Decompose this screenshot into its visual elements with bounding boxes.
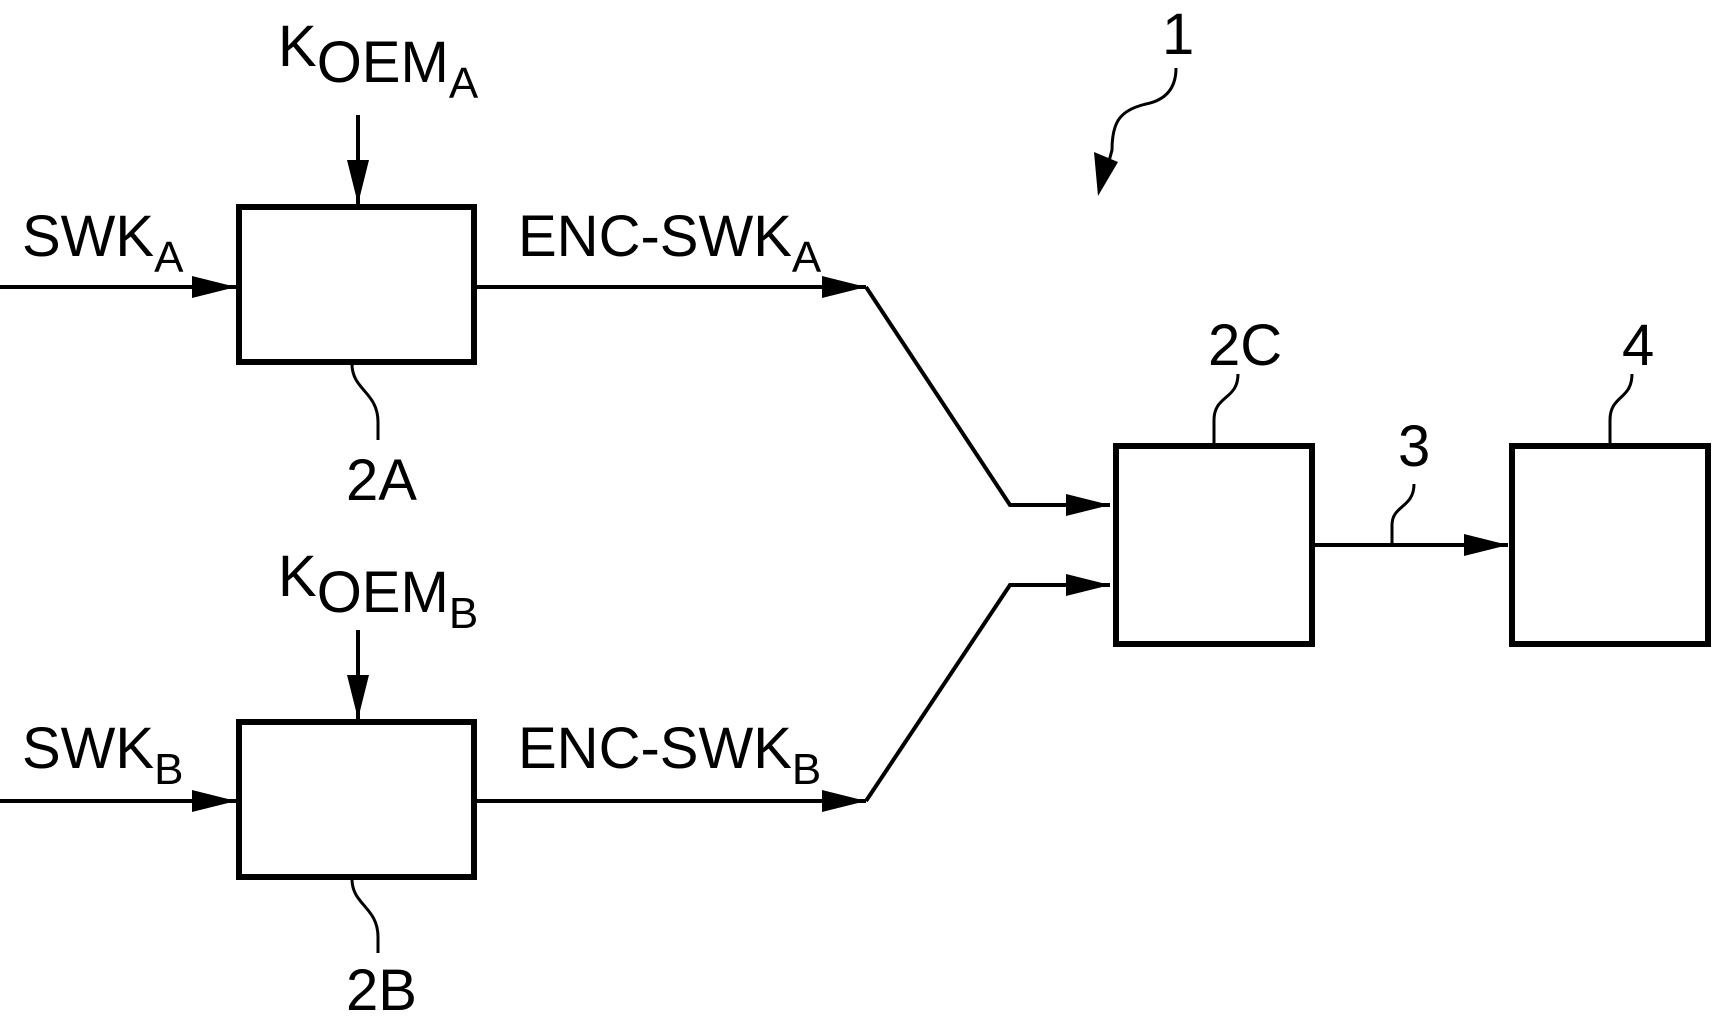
path-a-to-2c — [866, 287, 1110, 505]
path-b-to-2c — [866, 585, 1110, 801]
block-4 — [1512, 446, 1708, 644]
ref-label-4: 4 — [1622, 313, 1654, 378]
block-2a — [239, 207, 474, 362]
ref-leader-3 — [1392, 484, 1414, 543]
ref-leader-2c — [1214, 374, 1238, 443]
ref-label-3: 3 — [1398, 414, 1430, 479]
label-swk-b: SWKB — [22, 716, 183, 794]
label-enc-swk-b: ENC-SWKB — [518, 716, 821, 794]
label-koem-a: KOEMA — [278, 14, 479, 108]
ref-label-2a: 2A — [346, 448, 417, 513]
ref-label-2c: 2C — [1208, 313, 1282, 378]
ref-arrowhead-1 — [1094, 152, 1118, 196]
label-koem-b: KOEMB — [278, 544, 478, 638]
ref-label-2b: 2B — [346, 958, 417, 1016]
label-swk-a: SWKA — [22, 204, 184, 282]
ref-leader-2a — [352, 364, 378, 440]
ref-leader-2b — [352, 879, 378, 953]
label-enc-swk-a: ENC-SWKA — [518, 204, 822, 282]
ref-label-1: 1 — [1162, 2, 1194, 67]
block-2b — [239, 722, 474, 877]
ref-leader-4 — [1610, 374, 1632, 443]
block-2c — [1116, 446, 1312, 644]
